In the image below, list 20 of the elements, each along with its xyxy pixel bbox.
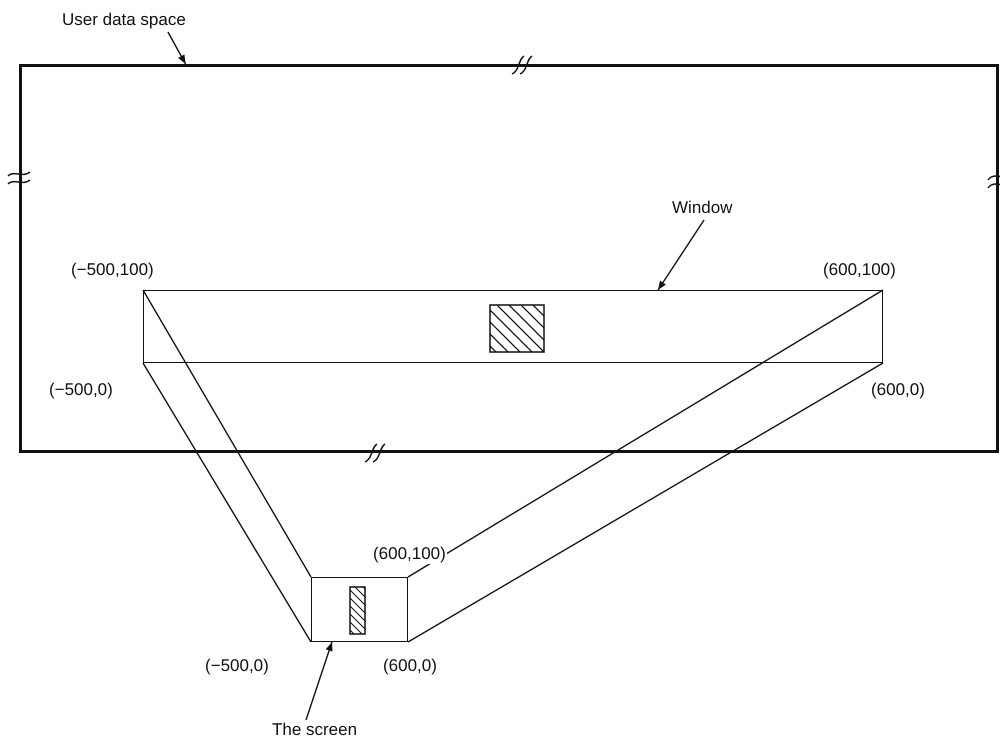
coordinate-label: (600,0) bbox=[382, 656, 438, 676]
data-space-rectangle bbox=[19, 64, 999, 453]
coordinate-label: (−500,0) bbox=[204, 656, 270, 676]
projection-line bbox=[408, 362, 884, 643]
coordinate-label: (−500,0) bbox=[48, 380, 114, 400]
caption-text: User data space bbox=[62, 10, 227, 32]
coordinate-label: (−500,100) bbox=[70, 260, 155, 280]
coordinate-label: (600,100) bbox=[372, 544, 447, 564]
leader-arrow bbox=[657, 220, 705, 290]
window-rectangle bbox=[143, 290, 883, 363]
leader-arrow bbox=[167, 32, 186, 64]
projection-line bbox=[142, 290, 312, 578]
projection-line bbox=[142, 362, 312, 642]
projection-line bbox=[408, 289, 884, 578]
screen-rectangle bbox=[311, 577, 408, 642]
coordinate-label: (600,0) bbox=[870, 380, 926, 400]
coordinate-label: (600,100) bbox=[822, 260, 897, 280]
label-text: Window bbox=[672, 198, 762, 220]
leader-arrow bbox=[305, 642, 333, 720]
caption-text: The screen bbox=[272, 720, 372, 742]
